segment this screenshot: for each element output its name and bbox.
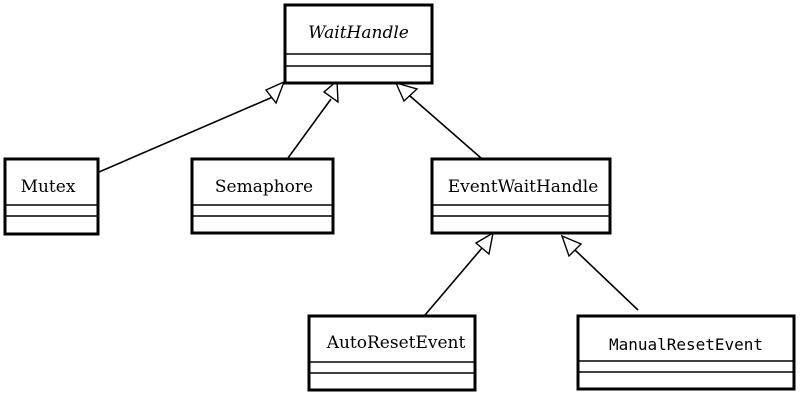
class-manualresetevent[interactable]: ManualResetEvent bbox=[576, 314, 796, 391]
class-mutex[interactable]: Mutex bbox=[3, 157, 100, 236]
class-eventwaithandle[interactable]: EventWaitHandle bbox=[430, 157, 612, 235]
class-waithandle[interactable]: WaitHandle bbox=[283, 3, 434, 85]
generalization-mutex-waithandle bbox=[98, 80, 286, 173]
class-name-mutex: Mutex bbox=[21, 177, 76, 197]
class-semaphore[interactable]: Semaphore bbox=[190, 157, 335, 235]
generalization-autoresetevent-eventwaithandle bbox=[424, 231, 494, 316]
class-name-eventwaithandle: EventWaitHandle bbox=[448, 177, 599, 197]
generalization-manualresetevent-eventwaithandle bbox=[560, 234, 639, 311]
generalization-semaphore-waithandle bbox=[287, 79, 339, 159]
class-name-semaphore: Semaphore bbox=[215, 177, 313, 197]
generalization-eventwaithandle-waithandle bbox=[394, 81, 482, 159]
class-name-manualresetevent: ManualResetEvent bbox=[609, 335, 763, 354]
class-name-waithandle: WaitHandle bbox=[308, 23, 409, 43]
class-name-autoresetevent: AutoResetEvent bbox=[326, 333, 466, 353]
class-autoresetevent[interactable]: AutoResetEvent bbox=[307, 314, 477, 392]
